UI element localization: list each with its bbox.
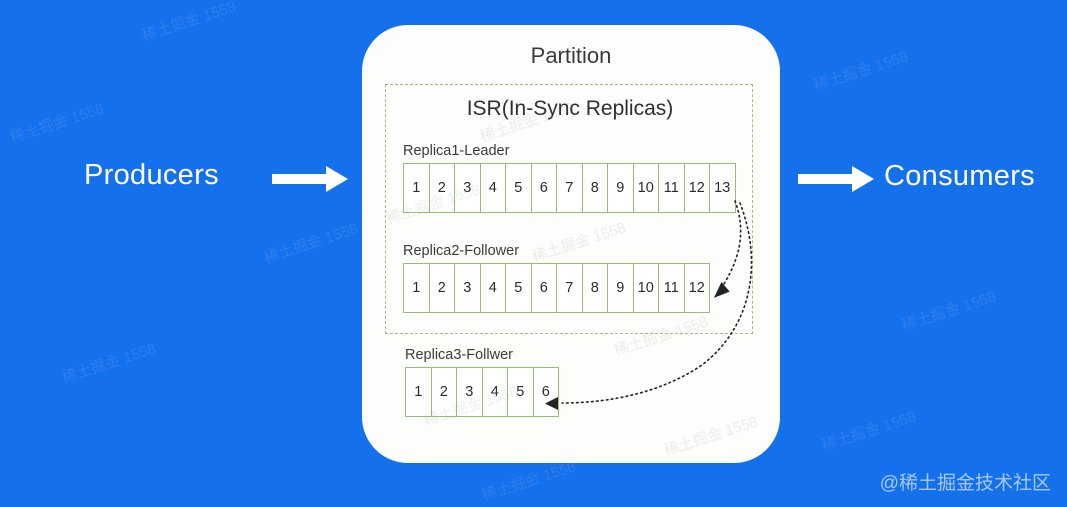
replica-cell: 12: [685, 164, 710, 212]
replica-cell: 8: [583, 164, 608, 212]
replica-cell: 6: [532, 164, 557, 212]
watermark-tile: 稀土掘金 1558: [662, 413, 761, 460]
watermark-tile: 稀土掘金 1558: [262, 220, 361, 267]
replica-cell: 3: [457, 368, 483, 416]
replica-cell: 3: [455, 164, 481, 212]
replica-cell: 3: [455, 264, 481, 312]
producers-arrow-icon: [272, 166, 348, 192]
consumers-arrow-icon: [798, 166, 874, 192]
replica-cell: 4: [481, 164, 506, 212]
replica-cell: 13: [710, 164, 736, 212]
replica-cell: 8: [583, 264, 608, 312]
producers-label: Producers: [84, 159, 219, 191]
replica-cell: 12: [685, 264, 710, 312]
replica-cell: 5: [506, 164, 532, 212]
replica-cell: 5: [506, 264, 532, 312]
replica-cell: 2: [430, 164, 455, 212]
watermark-tile: 稀土掘金 1558: [140, 0, 239, 45]
partition-title: Partition: [530, 43, 612, 68]
replica-cell: 11: [659, 264, 685, 312]
replica-3-name: Replica3-Follwer: [405, 347, 513, 363]
replica-cell: 4: [483, 368, 508, 416]
isr-title: ISR(In-Sync Replicas): [466, 97, 674, 120]
replica-cell: 7: [557, 164, 583, 212]
replica-cell: 10: [634, 164, 659, 212]
watermark-tile: 稀土掘金 1558: [8, 100, 107, 147]
replica-cell: 6: [532, 264, 557, 312]
watermark-tile: 稀土掘金 1558: [820, 408, 919, 455]
replica-cell: 6: [534, 368, 559, 416]
replica-cell: 1: [404, 164, 430, 212]
replica-2-name: Replica2-Follower: [403, 243, 520, 259]
replica-cell: 10: [634, 264, 659, 312]
watermark-tile: 稀土掘金 1558: [900, 288, 999, 335]
consumers-label: Consumers: [884, 160, 1035, 192]
replica-cell: 2: [430, 264, 455, 312]
replica-cell: 4: [481, 264, 506, 312]
replica-cell: 5: [508, 368, 534, 416]
replica-cell: 7: [557, 264, 583, 312]
watermark-tile: 稀土掘金 1558: [60, 340, 159, 387]
replica-cell: 11: [659, 164, 685, 212]
replica-cell: 9: [608, 264, 634, 312]
replica-cell: 2: [432, 368, 457, 416]
replica-cell: 1: [404, 264, 430, 312]
replica-cell: 9: [608, 164, 634, 212]
watermark-tile: 稀土掘金 1558: [812, 48, 911, 95]
partition-card: Partition ISR(In-Sync Replicas) Replica1…: [362, 25, 780, 463]
replica-1-name: Replica1-Leader: [403, 143, 510, 159]
corner-watermark: @稀土掘金技术社区: [879, 473, 1051, 494]
replica-cell: 1: [406, 368, 432, 416]
